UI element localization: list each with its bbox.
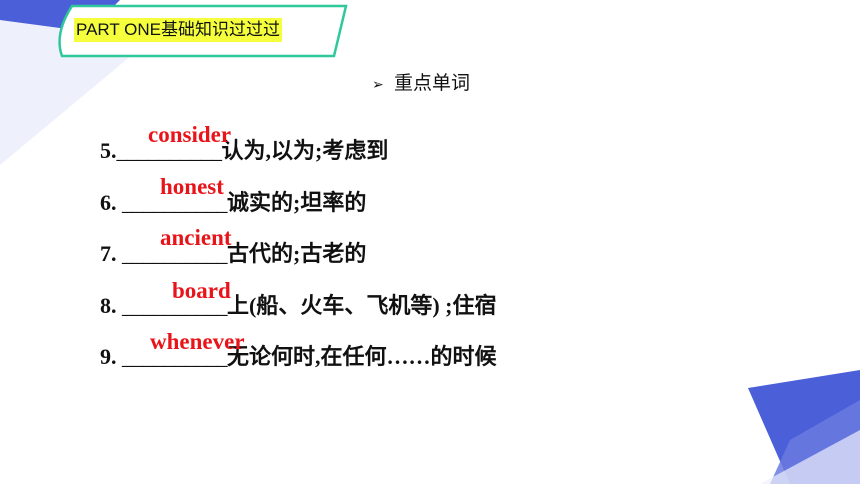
item-meaning: 认为,以为;考虑到 — [221, 138, 389, 163]
part-title: PART ONE基础知识过过过 — [74, 18, 283, 42]
item-number: 7. — [100, 241, 122, 266]
section-title: 重点单词 — [394, 73, 471, 94]
item-meaning: 古代的;古老的 — [227, 241, 367, 266]
item-number: 5. — [100, 138, 117, 163]
item-number: 8. — [100, 293, 122, 318]
list-item: 7. __________古代的;古老的 — [100, 236, 366, 276]
triangle-bullet-icon: ➢ — [372, 76, 384, 92]
answer-word: whenever — [150, 329, 245, 354]
answer-blank: __________ — [116, 138, 223, 163]
answer-word: board — [172, 278, 231, 303]
list-item: 5.__________认为,以为;考虑到 — [100, 133, 388, 173]
section-heading: ➢ 重点单词 — [372, 68, 470, 95]
item-meaning: 诚实的;坦率的 — [227, 190, 367, 215]
list-item: 6. __________诚实的;坦率的 — [100, 185, 366, 225]
answer-blank: __________ — [122, 293, 228, 318]
answer-blank: __________ — [122, 344, 228, 369]
item-number: 9. — [100, 344, 122, 369]
answer-blank: __________ — [122, 190, 228, 215]
answer-word: consider — [148, 122, 232, 147]
answer-word: honest — [160, 174, 224, 199]
item-number: 6. — [100, 190, 122, 215]
list-item: 8. __________上(船、火车、飞机等) ;住宿 — [100, 288, 496, 328]
list-item: 9. __________无论何时,在任何……的时候 — [100, 339, 497, 379]
answer-word: ancient — [160, 225, 232, 250]
bottom-right-light-triangle — [760, 430, 860, 484]
item-meaning: 无论何时,在任何……的时候 — [227, 344, 497, 369]
item-meaning: 上(船、火车、飞机等) ;住宿 — [227, 293, 497, 318]
answer-blank: __________ — [122, 241, 228, 266]
